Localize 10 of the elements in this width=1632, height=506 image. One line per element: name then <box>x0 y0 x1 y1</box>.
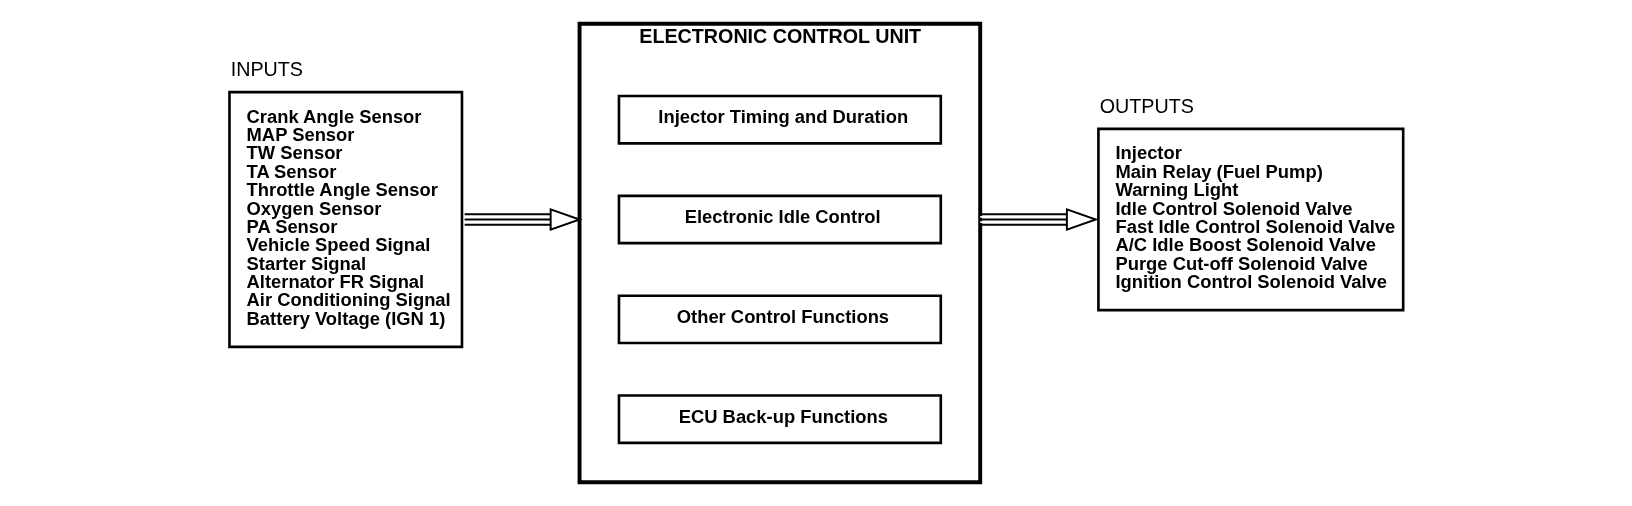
node-box: Injector Main Relay (Fuel Pump) Warning Light Idle Control Solenoid Valve Fast Idle Control Solenoid Valve A/C Idle Boost Solenoid Valve Purge Cut-off Solenoid Valve Ignition Control Solenoid Valve <box>1097 127 1405 312</box>
node-box: Injector Timing and Duration <box>617 94 943 145</box>
node-label: OUTPUTS <box>1099 95 1194 118</box>
node-box: Crank Angle Sensor MAP Sensor TW Sensor TA Sensor Throttle Angle Sensor Oxygen Sensor PA Sensor Vehicle Speed Signal Starter Signal Alternator FR Signal Air Conditioning Signal Battery Voltage (IGN 1) <box>228 90 464 349</box>
arrow <box>463 208 583 231</box>
node-box: Electronic Idle Control <box>617 194 943 245</box>
node-box: ECU Back-up Functions <box>617 394 943 445</box>
node-box: Other Control Functions <box>617 294 943 345</box>
arrow <box>979 208 1099 231</box>
node-label: INPUTS <box>230 58 303 81</box>
